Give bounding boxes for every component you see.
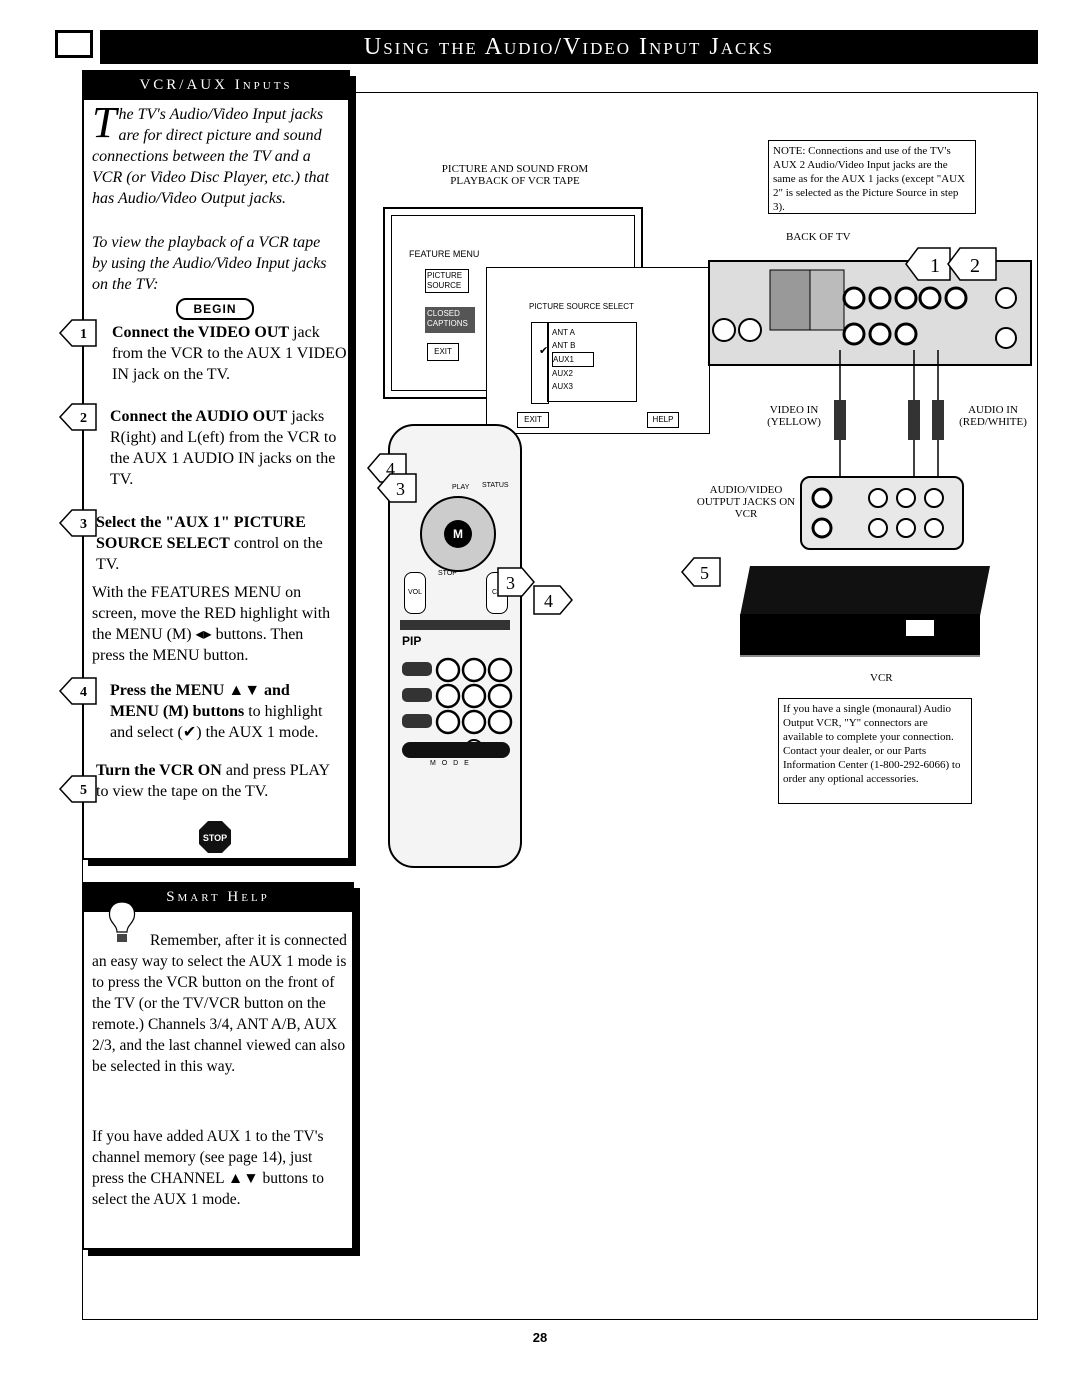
step-4-arrow-icon: 4 xyxy=(58,677,97,705)
svg-text:3: 3 xyxy=(396,479,405,499)
step-3-heading: Select the "AUX 1" PICTURE SOURCE SELECT xyxy=(96,514,306,552)
begin-badge: BEGIN xyxy=(176,298,254,320)
source-option[interactable]: AUX2 xyxy=(552,369,573,378)
stop-sign-icon: STOP xyxy=(199,821,231,853)
step-2-text: jacks R(ight) and L(eft) from the VCR to… xyxy=(110,408,337,488)
step-1-text: jack from the VCR to the AUX 1 VIDEO IN … xyxy=(112,324,347,383)
svg-text:4: 4 xyxy=(80,685,87,700)
panel-title: VCR/AUX Inputs xyxy=(82,70,350,100)
svg-text:2: 2 xyxy=(80,411,87,426)
step-4-text: to highlight and select (✔) the AUX 1 mo… xyxy=(110,703,323,741)
mode-label: M O D E xyxy=(430,760,471,767)
vcr-output-panel xyxy=(800,476,964,550)
step-2-arrow-icon: 2 xyxy=(58,403,97,431)
vcr-jacks-icon xyxy=(811,487,944,539)
intro-instruction: To view the playback of a VCR tape by us… xyxy=(92,234,327,293)
pip-buttons-row[interactable] xyxy=(400,620,510,630)
source-options-list: ANT A ANT B AUX1 AUX2 AUX3 xyxy=(547,322,637,402)
svg-text:3: 3 xyxy=(506,573,515,593)
step-5-text: and press PLAY to view the tape on the T… xyxy=(96,762,330,800)
svg-text:3: 3 xyxy=(80,517,87,532)
step-1-heading: Connect the VIDEO OUT xyxy=(112,324,290,341)
svg-text:4: 4 xyxy=(386,459,395,479)
mode-buttons-row[interactable] xyxy=(402,742,510,758)
picture-source-submenu: PICTURE SOURCE SELECT ANT A ANT B AUX1 A… xyxy=(486,267,710,434)
submenu-exit-button[interactable]: EXIT xyxy=(517,412,549,428)
audio-in-label: AUDIO IN (RED/WHITE) xyxy=(950,404,1036,428)
video-in-text: VIDEO IN xyxy=(769,404,819,416)
pip-label: PIP xyxy=(402,634,422,648)
step-3-text: control on the TV. xyxy=(96,535,323,573)
av-cables-icon xyxy=(834,350,944,480)
step-2-heading: Connect the AUDIO OUT xyxy=(110,408,288,425)
menu-item-picture-source[interactable]: PICTURE SOURCE xyxy=(425,269,469,293)
remote-status-label: STATUS xyxy=(482,482,509,489)
smart-help-text-1: Remember, after it is connected an easy … xyxy=(92,930,348,1077)
feature-menu-label: FEATURE MENU xyxy=(409,249,480,259)
volume-button[interactable]: VOL xyxy=(404,572,426,614)
audio-in-color: (RED/WHITE) xyxy=(959,416,1027,428)
intro-text: he TV's Audio/Video Input jacks are for … xyxy=(92,106,329,207)
svg-text:5: 5 xyxy=(700,563,709,583)
header-checkbox-icon xyxy=(55,30,93,58)
step-4-heading: Press the MENU ▲▼ and MENU (M) buttons xyxy=(110,682,290,720)
back-of-tv-label: BACK OF TV xyxy=(786,231,851,243)
step-5: Turn the VCR ON and press PLAY to view t… xyxy=(96,760,340,802)
picture-source-select-label: PICTURE SOURCE SELECT xyxy=(529,302,634,311)
step-5-arrow-icon: 5 xyxy=(58,775,97,803)
mono-note: If you have a single (monaural) Audio Ou… xyxy=(778,698,972,804)
menu-dpad[interactable]: M xyxy=(420,496,496,572)
svg-text:4: 4 xyxy=(544,591,553,611)
callout-3-4-top-icon: 4 3 xyxy=(367,453,417,503)
svg-text:5: 5 xyxy=(80,783,87,798)
callout-3-4-bottom-icon: 3 4 xyxy=(497,567,573,615)
remote-play-label: PLAY xyxy=(452,484,470,491)
step-1: Connect the VIDEO OUT jack from the VCR … xyxy=(112,322,352,385)
source-option-selected[interactable]: AUX1 xyxy=(552,352,594,367)
smart-help-p1: Remember, after it is connected an easy … xyxy=(92,932,347,1075)
lightbulb-icon xyxy=(108,901,136,942)
av-output-label: AUDIO/VIDEO OUTPUT JACKS ON VCR xyxy=(696,484,796,520)
page-title: Using the Audio/Video Input Jacks xyxy=(100,30,1038,64)
drop-cap: T xyxy=(92,98,117,147)
menu-item-closed-captions[interactable]: CLOSED CAPTIONS xyxy=(425,307,475,333)
video-in-color: (YELLOW) xyxy=(767,416,821,428)
aux2-note: NOTE: Connections and use of the TV's AU… xyxy=(768,140,976,214)
page-number: 28 xyxy=(532,1330,548,1345)
playback-caption: PICTURE AND SOUND FROM PLAYBACK OF VCR T… xyxy=(441,163,589,187)
step-5-heading: Turn the VCR ON xyxy=(96,762,222,779)
menu-m-button[interactable]: M xyxy=(444,520,472,548)
svg-text:STOP: STOP xyxy=(203,833,227,843)
video-in-label: VIDEO IN (YELLOW) xyxy=(752,404,836,428)
step-3-detail: With the FEATURES MENU on screen, move t… xyxy=(92,584,331,664)
menu-item-exit[interactable]: EXIT xyxy=(427,343,459,361)
source-option[interactable]: ANT B xyxy=(552,341,576,350)
smart-help-panel: Smart Help Remember, after it is connect… xyxy=(82,882,354,1250)
tv-jacks-icon xyxy=(712,269,1017,349)
remote-stop-label: STOP xyxy=(438,570,457,577)
step-2: Connect the AUDIO OUT jacks R(ight) and … xyxy=(110,406,340,490)
source-option[interactable]: AUX3 xyxy=(552,382,573,391)
step-3: Select the "AUX 1" PICTURE SOURCE SELECT… xyxy=(96,512,340,575)
vcr-label: VCR xyxy=(870,672,893,684)
svg-text:2: 2 xyxy=(970,255,980,277)
number-keypad[interactable] xyxy=(400,654,514,764)
step-1-arrow-icon: 1 xyxy=(58,319,97,347)
checkmark-icon: ✔ xyxy=(539,345,549,357)
source-option[interactable]: ANT A xyxy=(552,328,575,337)
svg-text:1: 1 xyxy=(930,255,940,277)
audio-in-text: AUDIO IN xyxy=(968,404,1018,416)
step-3-arrow-icon: 3 xyxy=(58,509,97,537)
submenu-help-button[interactable]: HELP xyxy=(647,412,679,428)
smart-help-p2: If you have added AUX 1 to the TV's chan… xyxy=(92,1128,325,1208)
vcr-device-icon: 5 xyxy=(681,557,990,657)
callout-1-2-icon: 1 2 xyxy=(905,247,997,281)
step-4: Press the MENU ▲▼ and MENU (M) buttons t… xyxy=(110,680,342,743)
svg-text:1: 1 xyxy=(80,327,87,342)
